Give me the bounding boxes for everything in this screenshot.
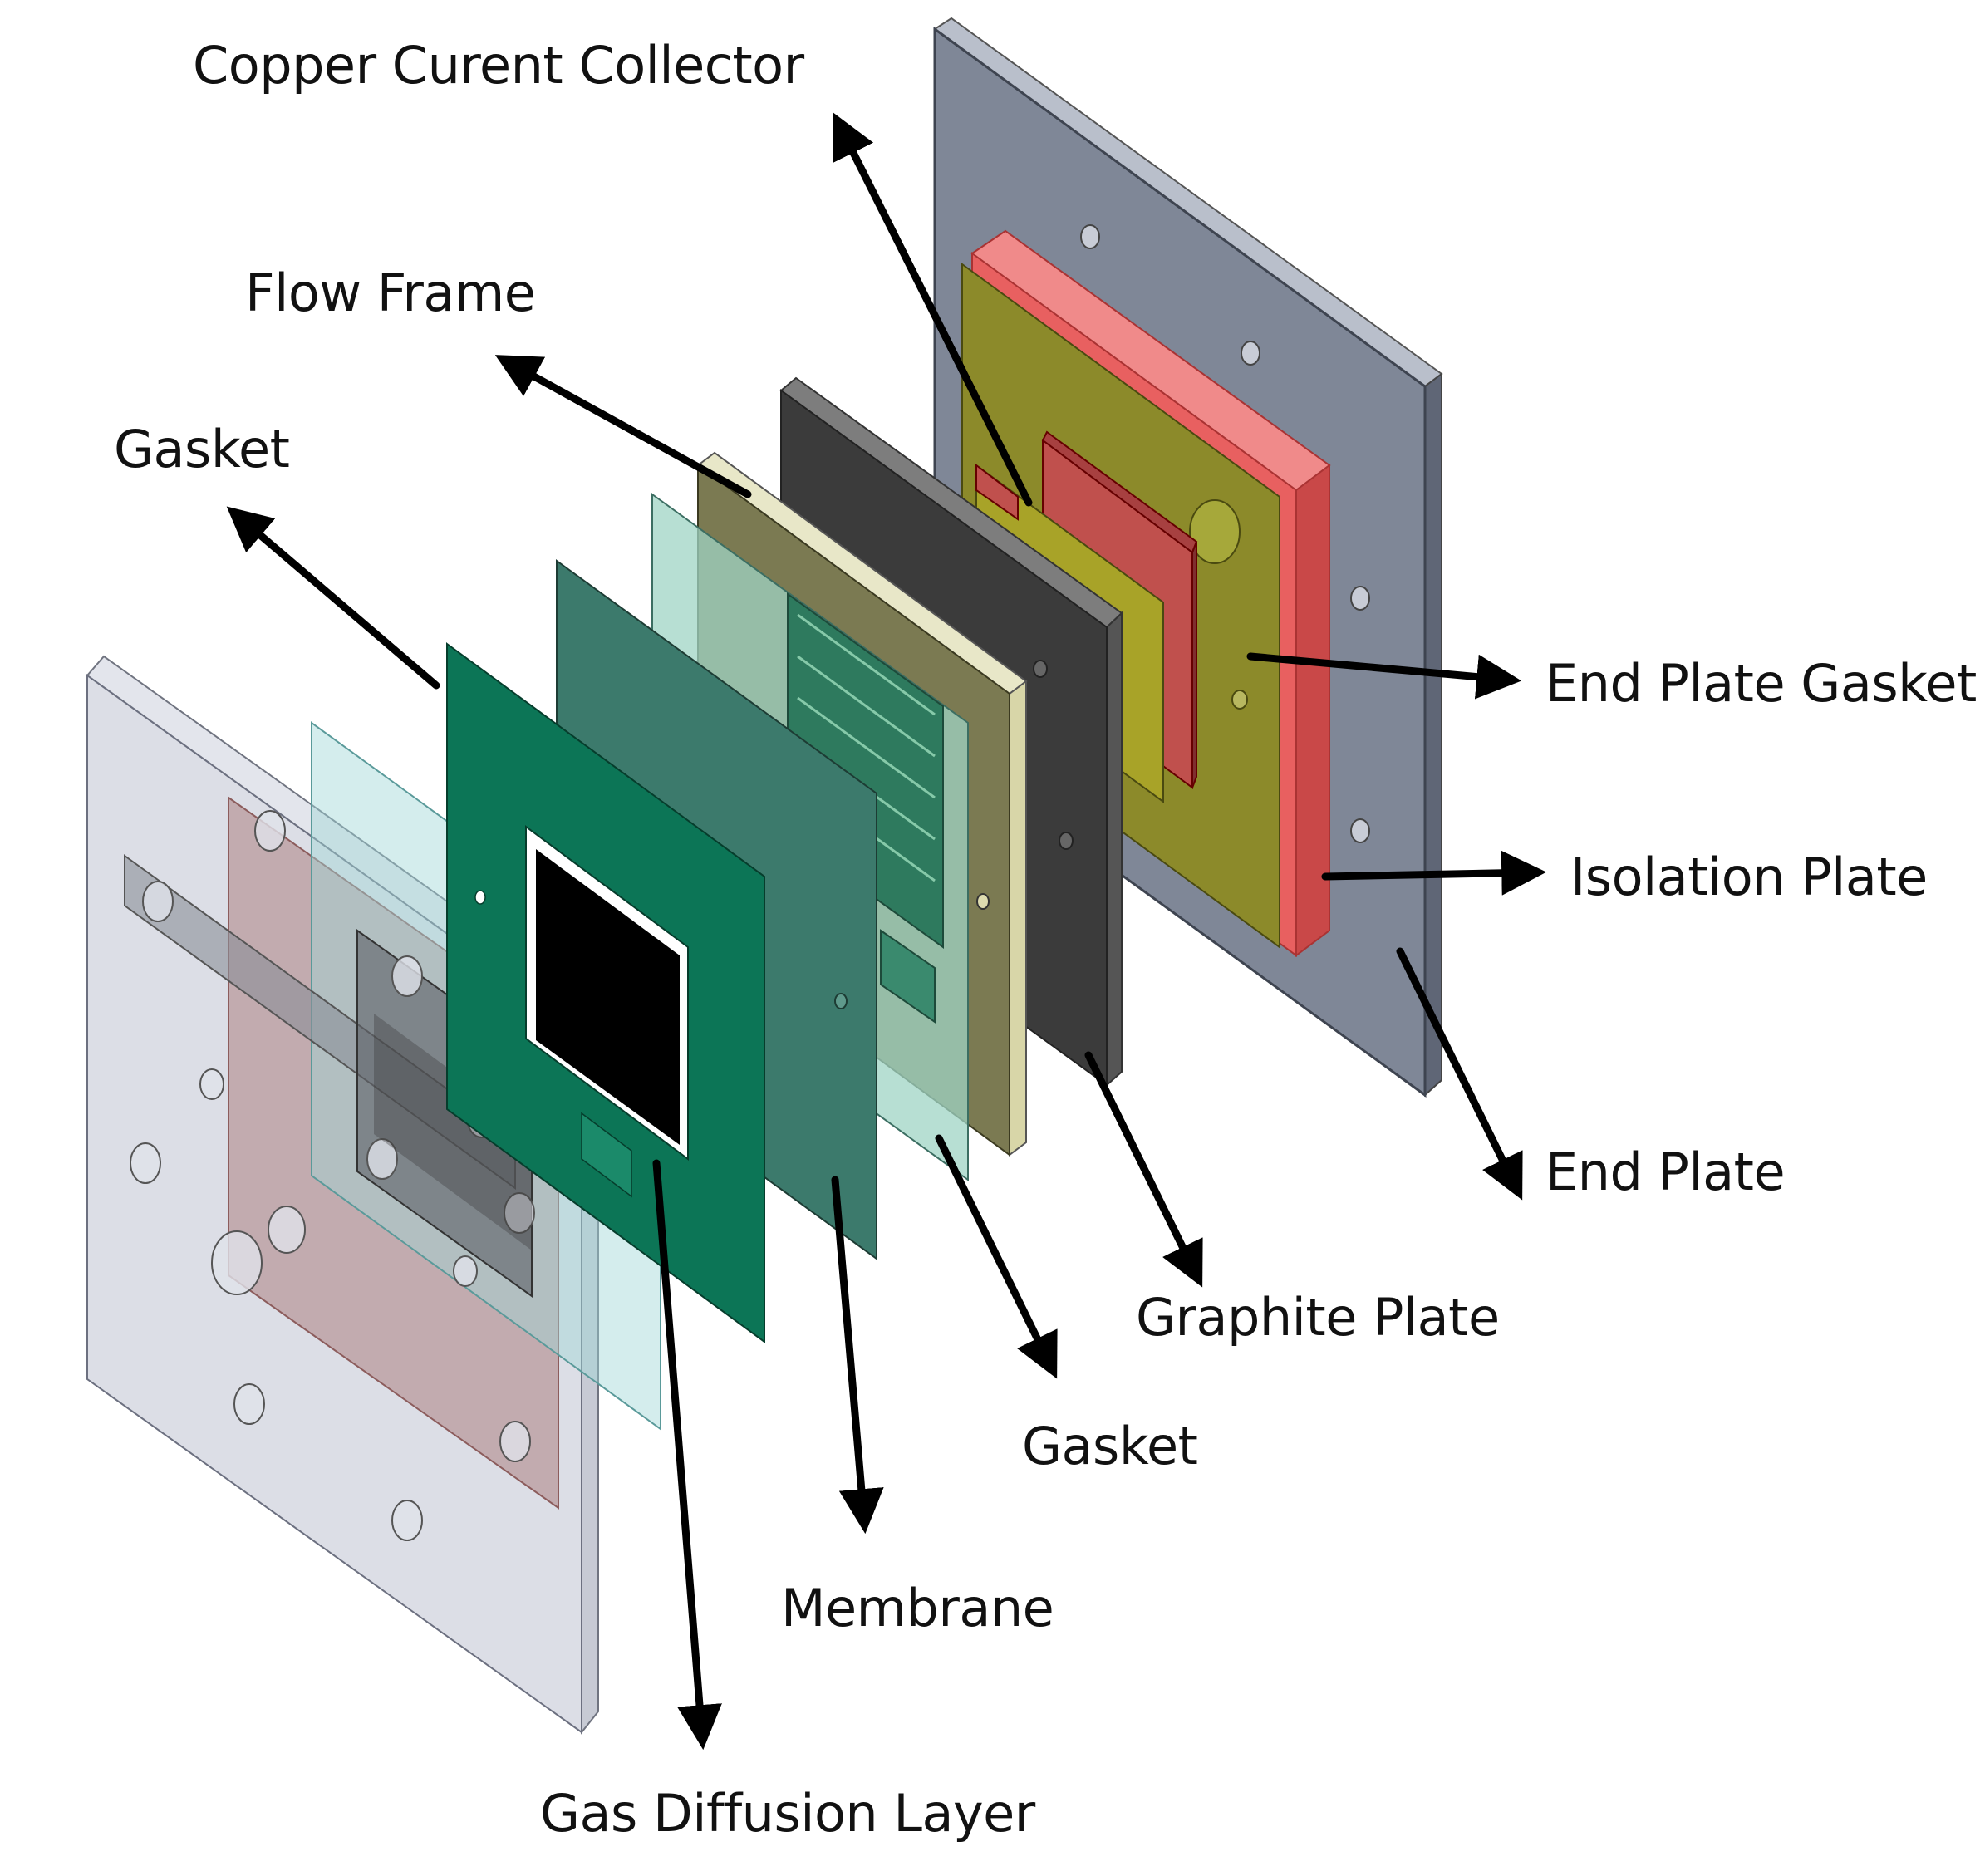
arrow-graphite-plate xyxy=(1084,1051,1203,1288)
arrow-membrane xyxy=(831,1176,884,1535)
label-gasket-left: Gasket xyxy=(114,419,290,479)
label-end-plate: End Plate xyxy=(1545,1142,1786,1202)
arrow-copper-current-collector xyxy=(833,112,1033,507)
label-graphite-plate: Graphite Plate xyxy=(1136,1287,1500,1348)
leader-arrows xyxy=(226,112,1547,1751)
label-end-plate-gasket: End Plate Gasket xyxy=(1545,653,1977,714)
arrow-isolation-plate xyxy=(1321,850,1547,896)
arrow-end-plate xyxy=(1396,947,1523,1201)
arrow-flow-frame xyxy=(494,355,752,498)
arrow-gasket-bottom xyxy=(935,1134,1058,1379)
label-gas-diffusion-layer: Gas Diffusion Layer xyxy=(540,1783,1035,1844)
label-copper-current-collector: Copper Curent Collector xyxy=(193,35,804,96)
gas-diffusion-layer xyxy=(536,849,680,1145)
label-isolation-plate: Isolation Plate xyxy=(1570,847,1928,907)
label-flow-frame: Flow Frame xyxy=(245,263,536,323)
label-membrane: Membrane xyxy=(781,1578,1054,1638)
label-gasket-bottom: Gasket xyxy=(1022,1416,1198,1476)
arrow-gasket-left xyxy=(226,506,440,690)
arrow-end-plate-gasket xyxy=(1246,652,1522,700)
arrow-gas-diffusion-layer xyxy=(652,1159,722,1751)
